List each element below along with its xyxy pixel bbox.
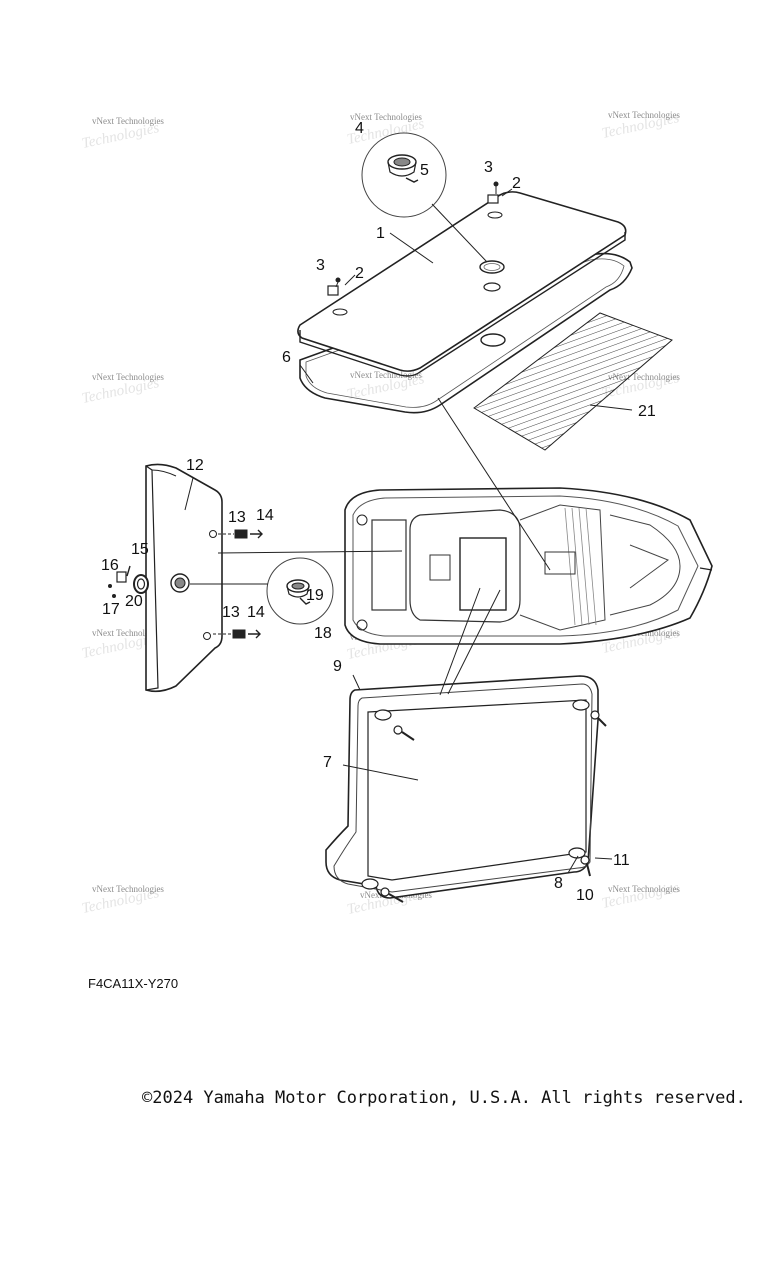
callout-13: 13 [228, 509, 246, 526]
callout-2: 2 [512, 175, 521, 192]
callout-1: 1 [376, 225, 385, 242]
callout-8: 8 [554, 875, 563, 892]
bracket-part-2-left [327, 277, 341, 296]
detail-circle-part-4 [361, 132, 488, 263]
callout-14: 14 [256, 507, 274, 524]
svg-text:vNext Technologies: vNext Technologies [92, 628, 164, 638]
callout-19: 19 [306, 587, 324, 604]
callout-11: 11 [613, 852, 630, 869]
callout-10: 10 [576, 887, 594, 904]
fastener-part-13-14-top [218, 529, 263, 539]
callout-6: 6 [282, 349, 291, 366]
panel-part-12 [145, 463, 223, 693]
svg-text:vNext Technologies: vNext Technologies [92, 372, 164, 382]
callout-21: 21 [638, 403, 656, 420]
hole-icon [479, 260, 505, 274]
svg-text:vNext Technologies: vNext Technologies [608, 372, 680, 382]
callout-9: 9 [333, 658, 342, 675]
screw-icon [580, 855, 591, 877]
callout-3: 3 [316, 257, 325, 274]
callout-4: 4 [355, 120, 364, 137]
bracket-part-2-top [487, 181, 499, 204]
callout-16: 16 [101, 557, 119, 574]
svg-text:vNext Technologies: vNext Technologies [608, 884, 680, 894]
gasket-part-6 [299, 252, 633, 414]
callout-5: 5 [420, 162, 429, 179]
callout-7: 7 [323, 754, 332, 771]
gasket-inner [305, 258, 625, 408]
callout-13: 13 [222, 604, 240, 621]
screw-icon [590, 710, 607, 727]
callout-20: 20 [125, 593, 143, 610]
callout-18: 18 [314, 625, 332, 642]
hardware-part-15 [108, 565, 131, 598]
svg-text:vNext Technologies: vNext Technologies [350, 370, 422, 380]
boat-hull [344, 487, 713, 645]
diagram-code: F4CA11X-Y270 [88, 976, 179, 991]
callout-15: 15 [131, 541, 149, 558]
copyright-notice: ©2024 Yamaha Motor Corporation, U.S.A. A… [142, 1088, 746, 1108]
callout-12: 12 [186, 457, 204, 474]
svg-text:vNext Technologies: vNext Technologies [92, 116, 164, 126]
fastener-part-13-14-bottom [213, 629, 261, 639]
mat-part-21 [473, 312, 673, 451]
screw-icon [380, 887, 404, 903]
detail-circle-part-18 [266, 557, 334, 625]
screws-washers [380, 710, 607, 903]
screw-icon [393, 725, 415, 741]
svg-text:vNext Technologies: vNext Technologies [608, 110, 680, 120]
panel-part-7 [325, 675, 599, 899]
hatch-cover-part-1 [297, 191, 627, 377]
callout-17: 17 [102, 601, 120, 618]
callout-14: 14 [247, 604, 265, 621]
deck-stripes [564, 507, 597, 626]
callout-3: 3 [484, 159, 493, 176]
svg-text:vNext Technologies: vNext Technologies [92, 884, 164, 894]
callout-labels: 1 2 3 2 3 4 5 6 21 12 13 14 15 16 17 20 … [101, 120, 656, 904]
callout-2: 2 [355, 265, 364, 282]
leader-lines [184, 188, 633, 874]
svg-text:vNext Technologies: vNext Technologies [350, 112, 422, 122]
grommet-part-20 [133, 574, 149, 594]
